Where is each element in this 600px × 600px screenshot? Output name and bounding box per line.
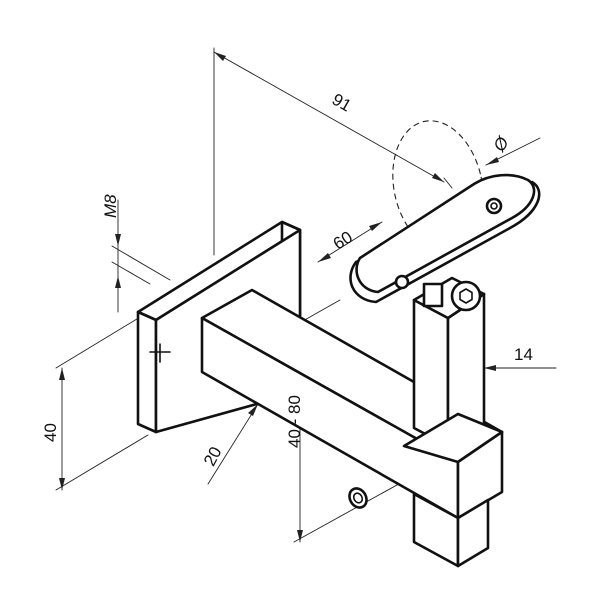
dimension-lines [55, 47, 557, 543]
extension-line-m8-bottom [111, 261, 151, 285]
saddle-screw-hole-rear [485, 197, 503, 215]
arrow-60-start [318, 253, 331, 262]
arrow-m8-top [115, 234, 121, 246]
extension-line-m8-top [111, 245, 171, 281]
joint-right-face [456, 430, 504, 520]
label-20: 20 [200, 444, 226, 470]
extension-line-40-bottom [55, 434, 149, 491]
label-91: 91 [329, 90, 355, 116]
arrow-20 [248, 404, 258, 416]
pivot-bolt [450, 280, 482, 312]
joint-block [402, 412, 504, 520]
dimension-line-20 [207, 403, 259, 485]
saddle-screw-hole-rear-inner [490, 202, 498, 210]
label-60: 60 [330, 227, 356, 253]
stub-right-face [456, 498, 490, 568]
arrow-91-end [432, 173, 444, 182]
arrow-40-80-bottom [297, 530, 303, 542]
arrow-91-start [214, 52, 226, 61]
arrow-60-end [369, 222, 382, 231]
arrow-40-top [59, 368, 65, 380]
dimension-line-91 [213, 51, 445, 183]
label-40-80: 40 - 80 [285, 395, 304, 448]
handrail-outline [392, 120, 484, 252]
grub-screw-head [348, 487, 368, 509]
label-40-plate: 40 [41, 423, 60, 442]
saddle-screw-hole-front [394, 274, 410, 290]
lower-stub [412, 492, 490, 568]
arrow-14 [484, 365, 496, 371]
label-diameter: Ø [489, 132, 514, 156]
label-m8: M8 [101, 194, 120, 218]
arrow-m8-bottom [115, 276, 121, 288]
saddle-top [355, 173, 536, 294]
extension-line-91-right [443, 177, 453, 189]
label-14: 14 [514, 345, 533, 364]
dimension-labels: 91 Ø 60 M8 14 40 20 40 - 80 [41, 90, 533, 469]
arrow-diameter [486, 157, 499, 165]
arrow-40-bottom [59, 478, 65, 490]
hex-socket-icon [459, 288, 473, 304]
pivot-block [422, 282, 444, 308]
grub-screw [348, 487, 368, 509]
extension-line-40-80-bottom [293, 474, 416, 543]
pivot-joint [422, 280, 482, 312]
grub-screw-slot [352, 492, 364, 504]
wall-plate-face [136, 310, 158, 434]
saddle-plate [349, 173, 541, 304]
